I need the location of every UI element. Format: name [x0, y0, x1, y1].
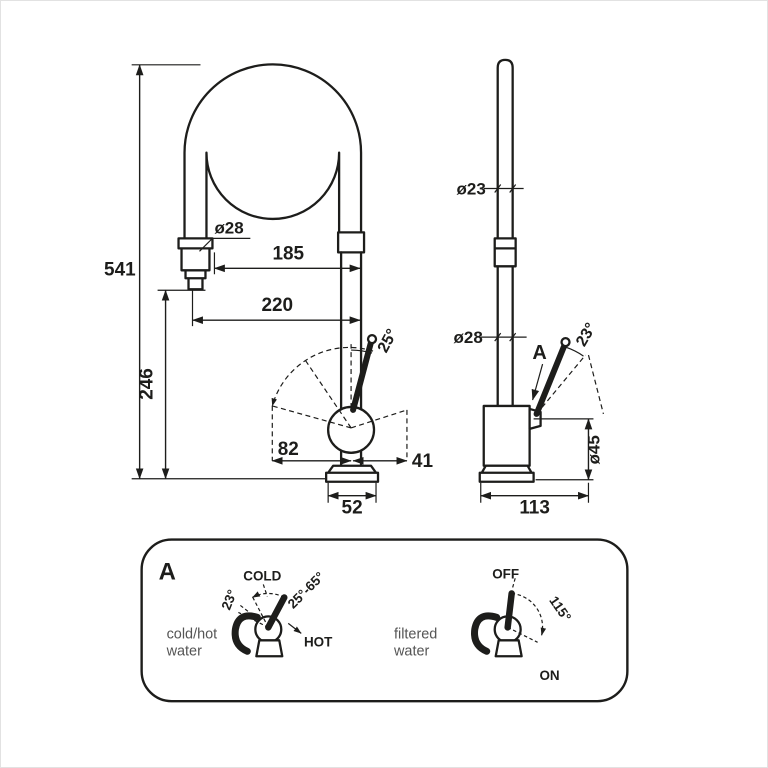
base-side [478, 464, 535, 483]
angle-23-label: 23° [573, 320, 600, 349]
dia-body-label: ø28 [454, 328, 483, 347]
callout-a-arrow [531, 363, 544, 401]
dia-base-label: ø45 [584, 435, 603, 464]
lever-swing-construction [271, 344, 408, 461]
dim-depth-label: 113 [519, 498, 550, 519]
off-label: OFF [492, 566, 519, 581]
cold-label: COLD [243, 568, 281, 583]
extension-lines-side [480, 184, 594, 503]
cold-hot-caption-line2: water [166, 643, 203, 659]
dim-82-label: 82 [278, 439, 299, 460]
dia-hose-label: ø23 [457, 179, 486, 198]
hose-collar-side [493, 237, 517, 268]
callout-a-label: A [532, 342, 546, 364]
swing-arc-right [511, 592, 547, 636]
on-label: ON [539, 668, 559, 683]
dim-base-width-label: 52 [342, 498, 363, 519]
hot-label: HOT [304, 634, 333, 649]
hot-arrow [287, 622, 302, 634]
ball-joint [326, 405, 376, 454]
pictogram-base-right [494, 639, 523, 658]
lever-front [350, 339, 375, 413]
detail-panel-border [140, 538, 629, 703]
hose-arc-outline [183, 63, 363, 240]
hose-tube-side [496, 58, 514, 408]
hose-collar-front [336, 231, 366, 254]
lever-fan-right [507, 576, 538, 643]
extension-lines-front [131, 64, 377, 503]
base-front [325, 464, 380, 483]
pictogram-lever-right [504, 590, 515, 631]
angle-25-label: 25° [375, 326, 401, 355]
detail-panel: A COLD 25°-65° 23° HOT cold/hot water OF [140, 538, 629, 703]
dim-41-label: 41 [412, 451, 433, 472]
lever-side-construction [536, 354, 605, 415]
detail-panel-label: A [159, 558, 176, 585]
body-side [482, 404, 531, 467]
lever-swing-arc [271, 346, 374, 407]
dim-reach-185-label: 185 [272, 243, 304, 264]
spray-head [177, 237, 214, 291]
filtered-caption-line2: water [393, 643, 430, 659]
front-view: 541 246 ø28 185 220 25° 82 41 52 [104, 63, 433, 519]
lever-side-knob [560, 336, 571, 348]
side-view: ø23 ø28 A 23° ø45 113 [454, 58, 605, 519]
spout-hook-left [231, 612, 261, 655]
dia-spray-head-label: ø28 [214, 218, 243, 237]
angle-23-arc [565, 346, 584, 357]
filtered-caption-line1: filtered [394, 626, 437, 642]
pictogram-lever-left [265, 594, 288, 631]
dim-lower-height-label: 246 [137, 368, 158, 400]
tilt-angle-label: 23° [218, 587, 240, 611]
lever-side [533, 342, 568, 417]
spout-hook-right [471, 612, 501, 655]
dim-total-height-label: 541 [104, 259, 136, 280]
swing-arc-left [251, 591, 285, 598]
dim-reach-220-label: 220 [261, 295, 293, 316]
pictogram-base-left [255, 639, 284, 658]
angle-25-arc [351, 349, 373, 354]
lever-front-knob [366, 333, 378, 345]
cold-hot-caption-line1: cold/hot [167, 626, 218, 642]
